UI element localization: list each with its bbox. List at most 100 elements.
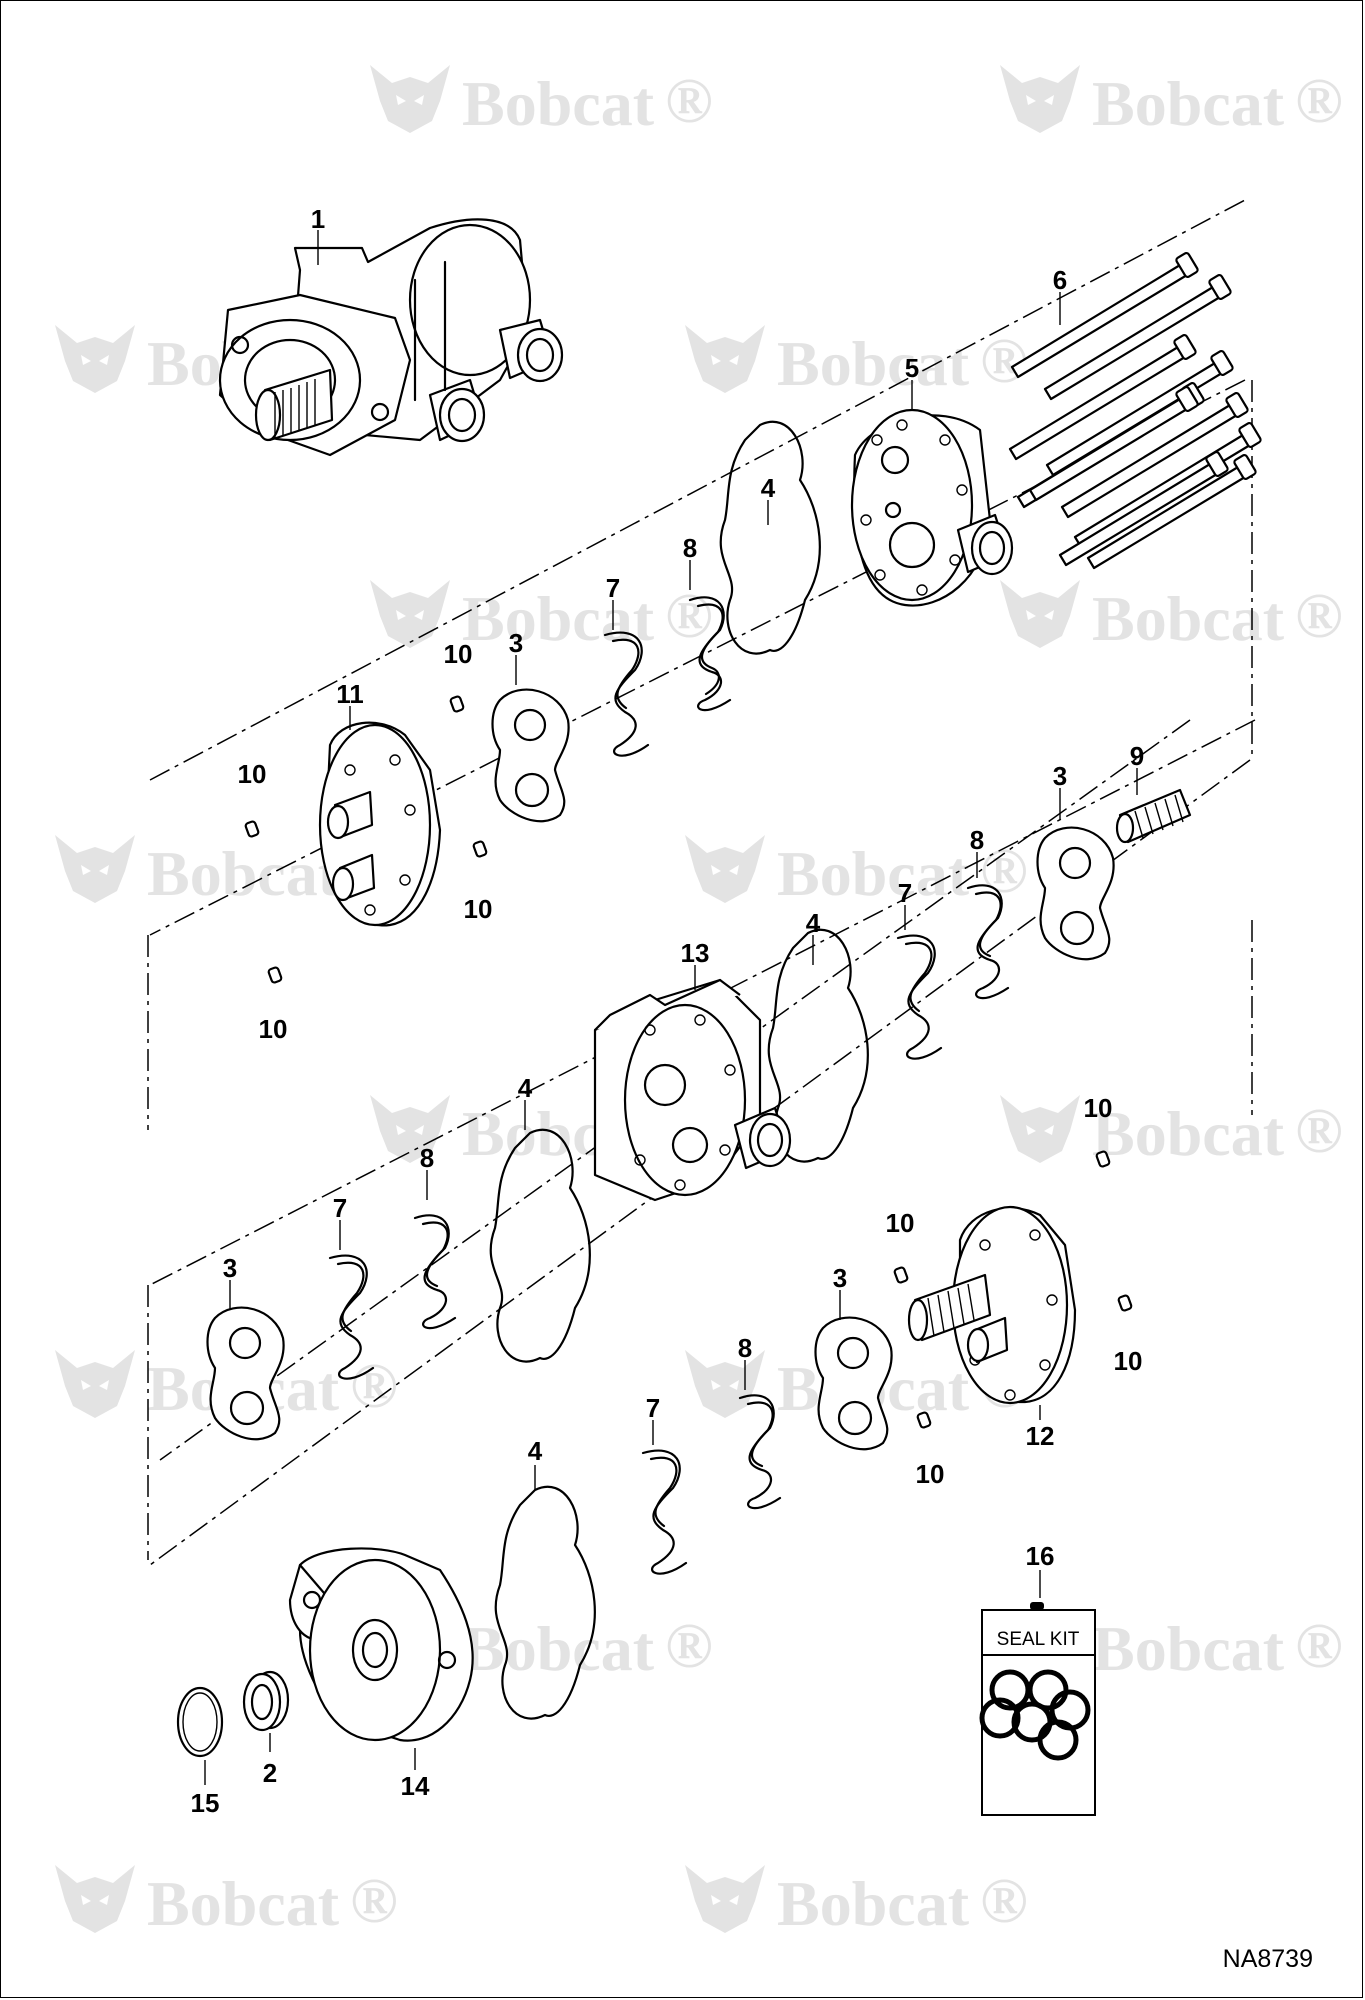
callout-4: 4 <box>518 1073 533 1103</box>
centerline-upper-shaft <box>159 719 1191 1461</box>
part-8-seal-upper <box>688 596 732 712</box>
svg-text:Bobcat: Bobcat <box>777 328 970 399</box>
svg-text:Bobcat: Bobcat <box>1092 68 1285 139</box>
svg-text:®: ® <box>665 65 713 136</box>
callout-8: 8 <box>683 533 697 563</box>
callout-10: 10 <box>238 759 267 789</box>
part-7-backup-lower <box>641 1449 688 1575</box>
part-3-wear-plate-left <box>206 1306 285 1441</box>
svg-text:®: ® <box>1295 65 1343 136</box>
callout-4: 4 <box>761 473 776 503</box>
watermark-logo: Bobcat ® <box>685 325 1028 399</box>
part-16-seal-kit: SEAL KIT <box>979 1602 1096 1816</box>
bolt <box>1043 273 1232 401</box>
part-4-seal-lower-front <box>489 1128 591 1363</box>
bolt <box>1028 385 1199 502</box>
watermark-logo: Bobcat ® <box>55 1865 398 1939</box>
watermark: Bobcat ® Bobcat ® Bobcat ® Bobcat ® Bobc… <box>55 65 1343 1939</box>
callout-7: 7 <box>898 878 912 908</box>
part-4-seal-upper <box>719 420 821 655</box>
watermark-logo: Bobcat ® <box>685 1865 1028 1939</box>
part-8-seal-lower <box>738 1394 782 1510</box>
svg-text:®: ® <box>1295 1610 1343 1681</box>
part-7-backup-middle <box>896 934 943 1060</box>
callout-10: 10 <box>1084 1093 1113 1123</box>
callout-14: 14 <box>401 1771 430 1801</box>
callout-1: 1 <box>311 204 325 234</box>
callout-4: 4 <box>528 1436 543 1466</box>
callout-3: 3 <box>833 1263 847 1293</box>
svg-text:Bobcat: Bobcat <box>147 1868 340 1939</box>
svg-text:®: ® <box>1295 1095 1343 1166</box>
svg-text:Bobcat: Bobcat <box>462 583 655 654</box>
part-8-seal-left <box>413 1214 457 1330</box>
part-12-front-gear-section <box>907 1205 1077 1405</box>
svg-text:®: ® <box>980 1865 1028 1936</box>
bolt <box>1086 453 1257 570</box>
watermark-logo: Bobcat ® <box>370 580 713 654</box>
svg-text:Bobcat: Bobcat <box>777 838 970 909</box>
watermark-logo: Bobcat ® <box>1000 65 1343 139</box>
part-2-shaft-seal <box>242 1670 290 1732</box>
callout-7: 7 <box>646 1393 660 1423</box>
callout-10: 10 <box>444 639 473 669</box>
watermark-logo: Bobcat ® <box>1000 1610 1343 1684</box>
part-7-backup-upper <box>603 631 650 757</box>
part-5-rear-cover <box>850 408 1014 607</box>
callout-leaders <box>204 230 1138 1785</box>
callout-13: 13 <box>681 938 710 968</box>
part-14-mounting-flange <box>288 1547 474 1742</box>
seal-kit-label: SEAL KIT <box>997 1629 1080 1650</box>
bolt <box>1010 251 1199 379</box>
part-10-dowel-pins <box>244 695 1133 1429</box>
callout-8: 8 <box>970 825 984 855</box>
svg-text:®: ® <box>980 835 1028 906</box>
part-7-backup-left <box>328 1254 375 1380</box>
callout-7: 7 <box>333 1193 347 1223</box>
svg-text:®: ® <box>665 580 713 651</box>
bolt <box>1008 333 1197 461</box>
drawing-number: NA8739 <box>1223 1945 1313 1973</box>
callout-11: 11 <box>336 679 364 709</box>
svg-text:Bobcat: Bobcat <box>147 838 340 909</box>
svg-text:Bobcat: Bobcat <box>777 1868 970 1939</box>
part-6-bolts <box>1008 251 1262 570</box>
callout-numbers: 1 2 3 3 3 3 4 4 4 4 5 6 7 7 7 7 8 8 8 8 … <box>191 204 1145 1818</box>
part-3-wear-plate-right <box>1036 826 1115 961</box>
callout-2: 2 <box>263 1758 277 1788</box>
callout-10: 10 <box>916 1459 945 1489</box>
svg-text:®: ® <box>350 1350 398 1421</box>
part-3-wear-plate-lower <box>814 1316 893 1451</box>
svg-text:®: ® <box>980 325 1028 396</box>
part-13-center-housing <box>593 978 792 1202</box>
watermark-logo: Bobcat ® <box>1000 580 1343 654</box>
watermark-logo: Bobcat ® <box>370 1610 713 1684</box>
bolt <box>1058 450 1229 567</box>
callout-10: 10 <box>259 1014 288 1044</box>
watermark-logo: Bobcat ® <box>370 65 713 139</box>
callout-15: 15 <box>191 1788 220 1818</box>
callout-5: 5 <box>905 353 919 383</box>
callout-10: 10 <box>1114 1346 1143 1376</box>
svg-text:Bobcat: Bobcat <box>462 68 655 139</box>
callout-8: 8 <box>420 1143 434 1173</box>
watermark-logo: Bobcat ® <box>685 835 1028 909</box>
svg-text:Bobcat: Bobcat <box>1092 1098 1285 1169</box>
bolt <box>1060 391 1249 519</box>
svg-text:Bobcat: Bobcat <box>462 1613 655 1684</box>
svg-text:®: ® <box>350 1865 398 1936</box>
callout-12: 12 <box>1026 1421 1055 1451</box>
callout-7: 7 <box>606 573 620 603</box>
callout-10: 10 <box>464 894 493 924</box>
svg-text:®: ® <box>1295 580 1343 651</box>
callout-3: 3 <box>1053 761 1067 791</box>
part-15-retaining-ring <box>176 1686 224 1758</box>
callout-6: 6 <box>1053 265 1067 295</box>
callout-3: 3 <box>509 628 523 658</box>
part-9-drive-coupling <box>1115 788 1192 844</box>
svg-text:Bobcat: Bobcat <box>1092 583 1285 654</box>
part-11-gear-section <box>318 721 442 927</box>
callout-4: 4 <box>806 908 821 938</box>
